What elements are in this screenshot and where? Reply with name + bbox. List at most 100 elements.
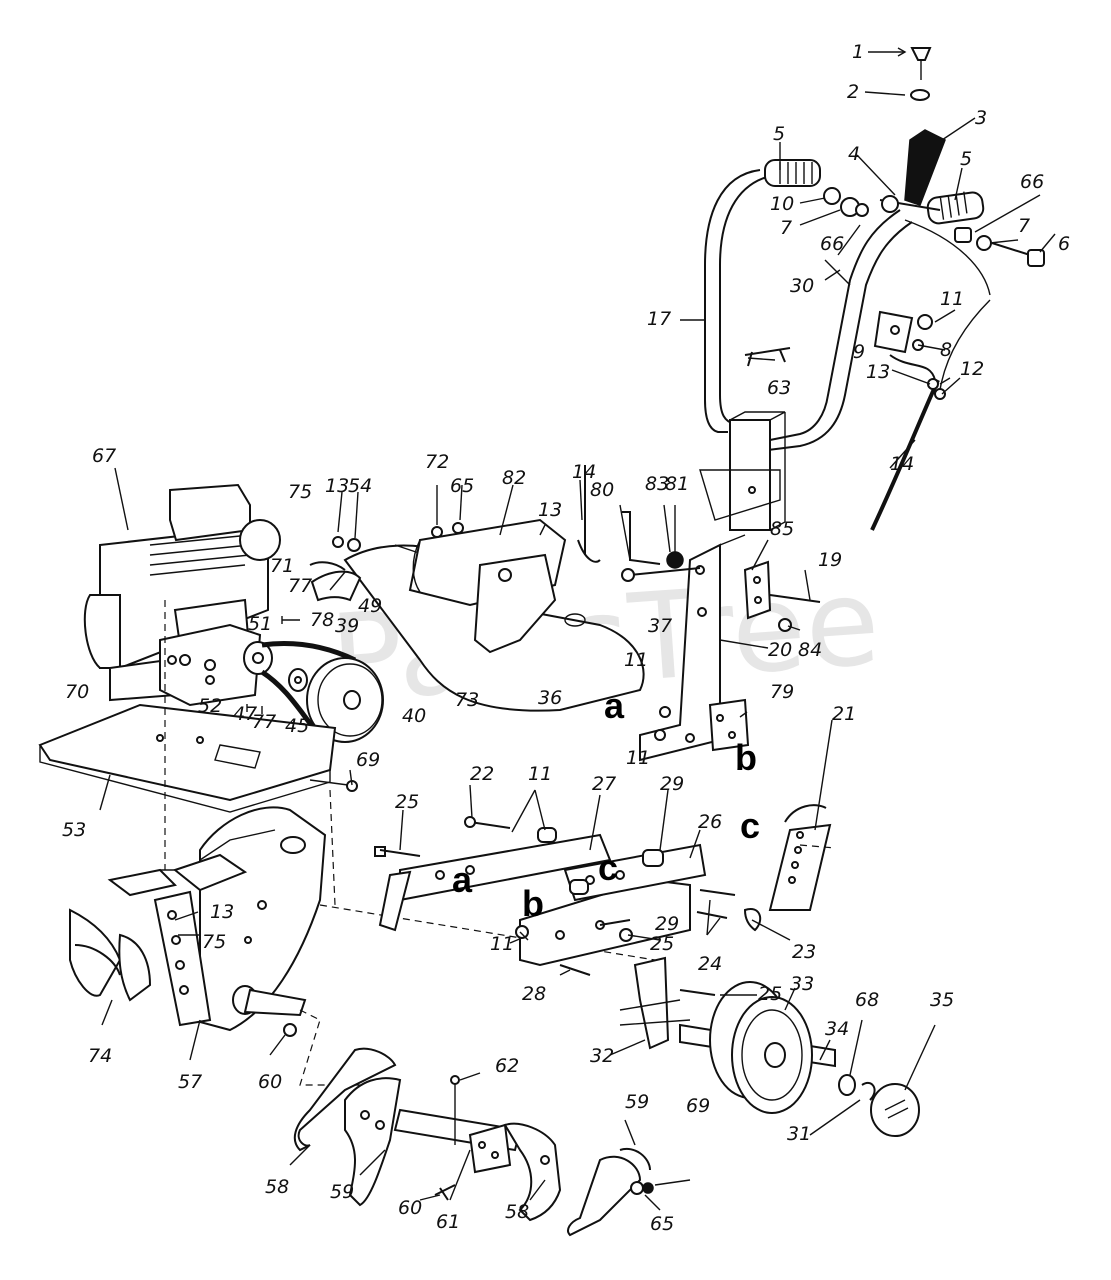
callout-11e: 11	[490, 933, 514, 955]
depth-bar	[768, 804, 832, 911]
depth-plate	[708, 698, 750, 752]
callout-17: 17	[647, 308, 671, 330]
callout-60: 60	[258, 1071, 282, 1093]
hardware-nuts-upper	[823, 187, 1045, 267]
callout-12: 12	[960, 358, 984, 380]
callout-45: 45	[285, 715, 309, 737]
wheel	[709, 981, 813, 1114]
section-label-a: a	[604, 685, 625, 726]
callout-79: 79	[770, 681, 794, 703]
tine-shaft	[232, 985, 307, 1037]
callout-52: 52	[198, 695, 222, 717]
callout-82: 82	[502, 467, 526, 489]
callout-35: 35	[930, 989, 954, 1011]
callout-69: 69	[356, 749, 380, 771]
tine-axle	[393, 1075, 522, 1174]
callout-62: 62	[495, 1055, 519, 1077]
tine-right	[503, 1122, 562, 1222]
callout-61: 61	[436, 1211, 460, 1233]
callout-labels: 1 2 3 4 5 5 6 7 7 8 9 10 11 11 11 11 11 …	[62, 41, 1070, 1235]
callout-2: 2	[847, 81, 859, 103]
callout-26: 26	[698, 811, 722, 833]
callout-25c: 25	[758, 983, 782, 1005]
section-label-a-2: a	[452, 859, 473, 900]
section-label-b: b	[735, 737, 757, 778]
callout-40: 40	[402, 705, 426, 727]
callout-13: 13	[866, 361, 890, 383]
callout-60b: 60	[398, 1197, 422, 1219]
handle-mount-bracket	[639, 534, 746, 762]
callout-75: 75	[288, 481, 312, 503]
callout-5b: 5	[960, 148, 972, 170]
callout-39: 39	[335, 615, 359, 637]
large-pulley	[306, 657, 384, 743]
callout-21: 21	[832, 703, 856, 725]
callout-10: 10	[770, 193, 794, 215]
tine-bolt	[630, 1181, 654, 1195]
callout-25b: 25	[650, 933, 674, 955]
tine-left	[344, 1077, 402, 1207]
callout-72: 72	[425, 451, 449, 473]
wheel-washer	[838, 1074, 876, 1101]
callout-13d: 13	[210, 901, 234, 923]
callout-85: 85	[770, 518, 794, 540]
belt-guard-front	[473, 553, 557, 654]
height-plate-small	[743, 560, 821, 632]
callout-65: 65	[450, 475, 474, 497]
shield-hardware	[431, 465, 635, 582]
frame-bracket-a	[378, 833, 612, 932]
callout-67: 67	[92, 445, 116, 467]
callout-31: 31	[787, 1123, 811, 1145]
callout-33: 33	[790, 973, 814, 995]
callout-83: 83	[645, 473, 669, 495]
handle-bar	[704, 169, 913, 451]
callout-66: 66	[1020, 171, 1044, 193]
handle-grip-right	[926, 191, 985, 225]
callout-77: 77	[288, 575, 312, 597]
callout-20: 20	[768, 639, 792, 661]
outer-tine-right	[567, 1147, 651, 1237]
callout-57: 57	[178, 1071, 202, 1093]
lever-washer	[910, 89, 930, 101]
transmission-housing	[159, 623, 262, 707]
frame-bolts	[374, 816, 736, 996]
callout-14: 14	[572, 461, 596, 483]
callout-13b: 13	[325, 475, 349, 497]
callout-69b: 69	[686, 1095, 710, 1117]
section-label-b-2: b	[522, 883, 544, 924]
callout-29b: 29	[655, 913, 679, 935]
tine-shield	[38, 703, 337, 813]
guard-bracket	[309, 561, 362, 602]
callout-11d: 11	[528, 763, 552, 785]
callout-9: 9	[853, 341, 865, 363]
callout-58: 58	[265, 1176, 289, 1198]
callout-14b: 14	[890, 453, 914, 475]
callout-70: 70	[65, 681, 89, 703]
callout-63: 63	[767, 377, 791, 399]
callout-78: 78	[310, 609, 334, 631]
cable-bracket	[873, 310, 933, 354]
callout-19: 19	[818, 549, 842, 571]
handle-post	[699, 411, 786, 531]
callout-80: 80	[590, 479, 614, 501]
callout-22: 22	[470, 763, 494, 785]
control-lever	[879, 129, 946, 213]
hitch-pin	[743, 908, 762, 932]
callout-24: 24	[698, 953, 722, 975]
callout-75b: 75	[202, 931, 226, 953]
callout-53: 53	[62, 819, 86, 841]
callout-59: 59	[330, 1181, 354, 1203]
gear-case-plate	[153, 890, 212, 1027]
callout-7b: 7	[1018, 215, 1030, 237]
callout-51: 51	[248, 613, 272, 635]
callout-11b: 11	[624, 649, 648, 671]
hub-cap	[870, 1083, 920, 1137]
spacers	[515, 827, 664, 942]
section-label-c-2: c	[598, 847, 618, 888]
callout-6: 6	[1058, 233, 1070, 255]
idler-pulley	[288, 668, 308, 692]
section-label-c: c	[740, 805, 760, 846]
handle-grip-left	[764, 159, 821, 187]
callout-1: 1	[852, 41, 864, 63]
